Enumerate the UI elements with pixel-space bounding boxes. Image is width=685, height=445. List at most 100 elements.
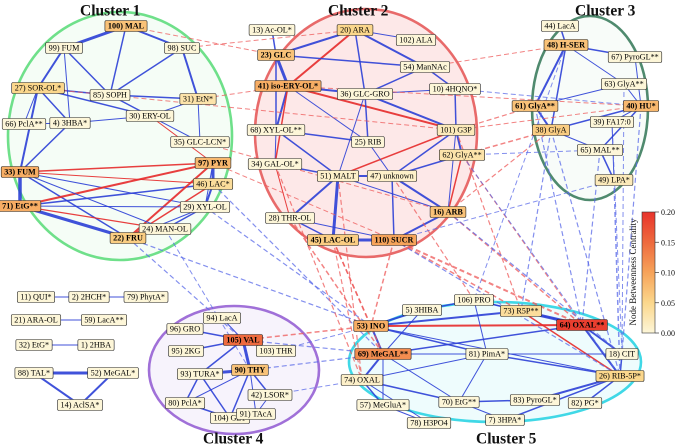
node-box [109, 232, 147, 244]
node-n30: 30) ERY-OL [125, 110, 175, 122]
edge-n27-n66 [23, 87, 39, 125]
node-box [77, 339, 115, 351]
edge-n53-n73 [370, 310, 522, 327]
node-label: 44) LacA [544, 21, 575, 30]
edge-n63-n18 [621, 83, 625, 355]
node-box [254, 80, 322, 92]
node-n48: 48) H-SER [543, 39, 589, 51]
node-n93: 93) TURA* [177, 368, 223, 380]
node-n45: 45) LAC-OL [307, 234, 359, 246]
node-label: 16) ARB [433, 207, 463, 216]
edge-n10-n40 [454, 88, 642, 107]
node-label: 28) THR-OL [269, 213, 312, 222]
node-n29: 29) XYL-OL [179, 201, 231, 213]
node-n28: 28) THR-OL [265, 212, 315, 224]
edge-n47-n110 [391, 175, 395, 241]
edge-n68-n51 [275, 129, 339, 177]
node-n13: 13) Ac-OL* [248, 24, 296, 36]
node-box [356, 399, 410, 411]
node-label: 78) H3PO4 [410, 418, 448, 427]
node-n64: 64) OXAL** [556, 319, 608, 331]
node-n39: 39) FA17:0 [590, 116, 634, 128]
node-n32: 32) EtG* [15, 339, 53, 351]
node-n94: 94) LacA [203, 312, 241, 324]
node-box [15, 339, 53, 351]
edge-n65-n64 [581, 149, 601, 326]
edge-n33-n22 [19, 171, 129, 239]
node-box [340, 374, 384, 386]
node-n82: 82) PG* [567, 397, 603, 409]
node-n74: 74) OXAL [340, 374, 384, 386]
node-n73: 73) R5P** [500, 305, 542, 317]
node-label: 94) LacA [206, 313, 237, 322]
node-box [170, 136, 230, 148]
node-box [307, 234, 359, 246]
node-label: 7) 3HPA* [489, 415, 522, 424]
node-n44: 44) LacA [541, 20, 579, 32]
node-n27: 27) SOR-OL* [11, 82, 65, 94]
node-box [351, 136, 385, 148]
node-n81: 81) PimA* [465, 348, 509, 360]
edge-n110-n73 [393, 239, 522, 312]
node-label: 42) LSOR* [251, 390, 289, 399]
edge-n27-n33 [19, 87, 39, 173]
node-box [177, 368, 223, 380]
node-box [81, 314, 127, 326]
edge-n41-n101 [287, 85, 457, 131]
colorbar-tick-label: 0.10 [661, 269, 675, 278]
node-box [354, 348, 412, 360]
node-label: 80) PclA* [168, 398, 201, 407]
node-label: 33) FUM [4, 167, 36, 176]
edge-n110-n53 [370, 239, 395, 327]
node-box [541, 20, 579, 32]
node-box [68, 291, 110, 303]
edge-n34-n28 [274, 163, 291, 219]
node-n70: 70) EtG** [438, 396, 480, 408]
node-box [500, 305, 542, 317]
node-box [485, 414, 525, 426]
edge-n36-n51 [337, 93, 366, 177]
cluster-1-title: Cluster 1 [80, 3, 140, 20]
node-n11: 11) QUI* [17, 291, 55, 303]
node-n96: 96) GRO [166, 323, 204, 335]
node-label: 53) INO [357, 321, 385, 330]
node-box [192, 178, 234, 190]
edge-n64-n26 [581, 324, 621, 377]
node-box [436, 124, 476, 136]
node-n54: 54) ManNAc [399, 61, 451, 73]
node-n99: 99) FUM [45, 42, 83, 54]
node-n53: 53) INO [353, 320, 389, 332]
edge-n62-n16 [447, 154, 463, 213]
edge-n10-n101 [454, 88, 457, 131]
node-box [246, 124, 306, 136]
node-label: 48) H-SER [547, 40, 585, 49]
node-box [164, 397, 206, 409]
node-box [248, 24, 296, 36]
node-label: 104) GLY [213, 413, 246, 422]
node-n49: 49) LPA* [594, 174, 634, 186]
node-box [567, 397, 603, 409]
node-n100: 100) MAL [104, 20, 148, 32]
node-box [11, 82, 65, 94]
node-box [511, 100, 559, 112]
node-label: 106) PRO [458, 295, 491, 304]
node-label: 79) PhytA* [127, 292, 165, 301]
node-label: 71) EtG** [2, 201, 38, 210]
node-box [429, 206, 467, 218]
node-n101: 101) G3P [436, 124, 476, 136]
node-n110: 110) SUCR [371, 234, 417, 246]
node-n38: 38) GlyA [532, 124, 570, 136]
node-label: 83) PyroGL* [513, 395, 556, 404]
node-box [366, 170, 418, 182]
node-box [601, 78, 647, 90]
node-label: 74) OXAL [344, 375, 380, 384]
node-box [14, 367, 54, 379]
edge-n4-n33 [19, 122, 71, 173]
node-box [556, 319, 608, 331]
node-n106: 106) PRO [454, 294, 494, 306]
node-box [353, 320, 389, 332]
node-n21: 21) ARA-OL [10, 314, 62, 326]
node-label: 69) MeGAL** [358, 349, 408, 358]
edge-n101-n51 [337, 129, 457, 177]
node-box [138, 223, 192, 235]
